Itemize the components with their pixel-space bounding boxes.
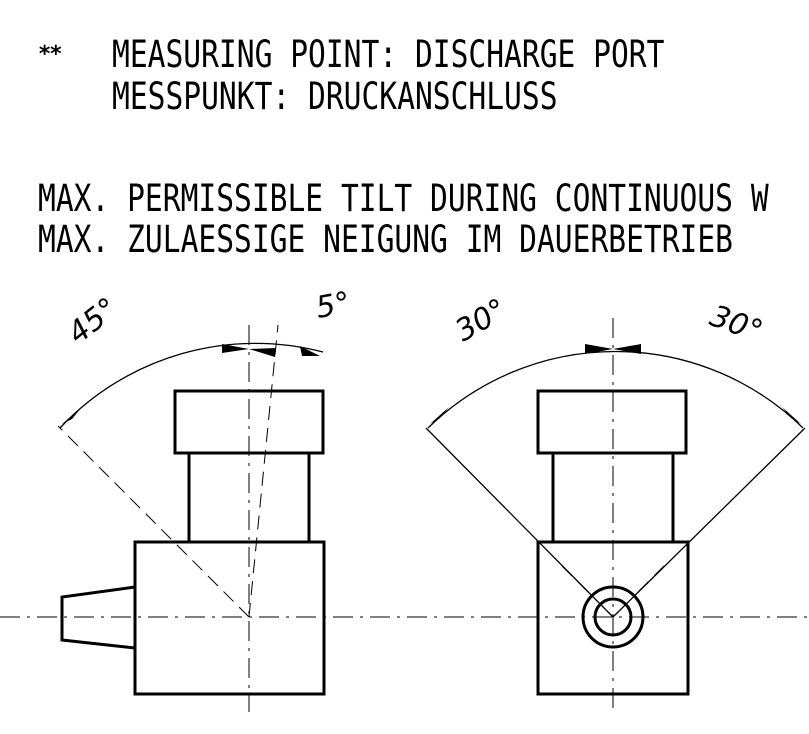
side-view-base-block — [133, 540, 326, 696]
measuring-point-note-en: MEASURING POINT: DISCHARGE PORT — [112, 33, 665, 76]
side-view-45deg-limit-line — [57, 425, 250, 618]
arrowhead — [585, 344, 613, 354]
arrowhead — [782, 407, 801, 424]
hidden-line — [561, 565, 591, 595]
discharge-port-inner — [593, 597, 633, 637]
arrowhead — [613, 344, 641, 354]
discharge-port-outer — [581, 585, 645, 649]
front-view-base-block — [536, 540, 690, 696]
side-view-angle-arc — [59, 342, 324, 429]
arrowhead — [430, 407, 449, 424]
side-view-angle-label-right: 5° — [313, 285, 353, 325]
side-view: 45° 5° — [57, 285, 353, 712]
side-view-angle-label-left: 45° — [61, 291, 124, 351]
side-view-5deg-limit-line — [248, 324, 279, 618]
front-view-angle-label-left: 30° — [450, 292, 514, 349]
front-view-angle-label-right: 30° — [705, 299, 767, 350]
front-view-cap — [536, 389, 688, 455]
max-tilt-heading-de: MAX. ZULAESSIGE NEIGUNG IM DAUERBETRIEB — [38, 218, 734, 261]
hidden-line — [635, 565, 665, 595]
side-view-connector — [60, 585, 137, 650]
arrowhead — [62, 408, 81, 424]
arrowhead — [249, 348, 276, 357]
measuring-point-note-de: MESSPUNKT: DRUCKANSCHLUSS — [112, 75, 558, 118]
note-marker: ** — [38, 42, 62, 67]
front-view: 30° 30° — [425, 292, 806, 712]
max-tilt-heading-en: MAX. PERMISSIBLE TILT DURING CONTINUOUS … — [38, 177, 769, 220]
arrowhead — [300, 346, 320, 356]
front-view-angle-arc — [427, 350, 804, 429]
arrowhead — [222, 344, 249, 353]
